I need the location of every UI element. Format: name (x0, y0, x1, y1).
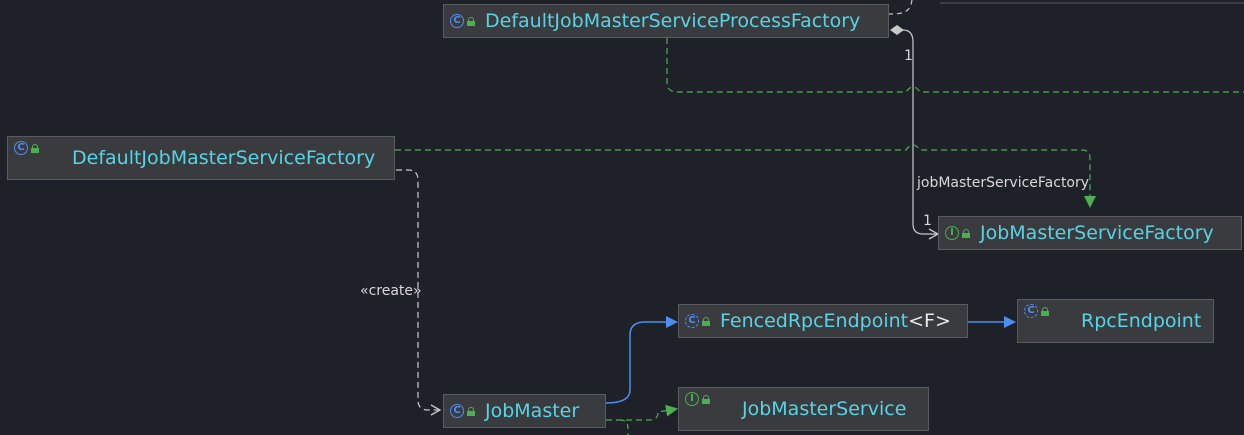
node-label: DefaultJobMasterServiceProcessFactory (485, 10, 861, 32)
node-label: JobMasterService (742, 398, 907, 420)
edge-jobmaster-extends-fencedrpc (605, 316, 678, 404)
public-lock-icon (467, 406, 475, 416)
association-role-label: jobMasterServiceFactory (917, 175, 1090, 191)
abstract-class-icon: C (1024, 304, 1038, 318)
multiplicity-source-label: 1 (904, 48, 913, 64)
node-label: RpcEndpoint (1081, 310, 1202, 332)
abstract-class-icon: C (685, 314, 699, 328)
edge-jobmaster-implements-service (606, 404, 678, 421)
public-lock-icon (1041, 306, 1049, 316)
edge-create-dependency (396, 169, 442, 416)
node-defaultjobmasterserviceprocessfactory[interactable]: C DefaultJobMasterServiceProcessFactory (443, 4, 889, 38)
node-fencedrpcendpoint[interactable]: C FencedRpcEndpoint<F> (678, 304, 968, 338)
public-lock-icon (467, 16, 475, 26)
node-label: DefaultJobMasterServiceFactory (72, 147, 376, 169)
node-icons: C (450, 14, 475, 28)
node-jobmasterservicefactory[interactable]: I JobMasterServiceFactory (938, 216, 1242, 250)
class-icon: C (450, 404, 464, 418)
interface-icon: I (685, 392, 699, 406)
interface-icon: I (945, 226, 959, 240)
node-icons: I (945, 226, 970, 240)
edge-jobmaster-down-dashed (619, 419, 629, 435)
multiplicity-target-label: 1 (923, 213, 932, 229)
edge-process-factory-realization (666, 38, 1244, 93)
node-icons: C (1024, 304, 1049, 318)
create-stereotype-label: «create» (360, 283, 422, 299)
node-name: FencedRpcEndpoint (720, 310, 909, 332)
generic-parameter: <F> (908, 310, 951, 332)
edge-process-factory-top-dependency (887, 0, 913, 15)
node-jobmaster[interactable]: C JobMaster (443, 394, 606, 428)
edge-servicefactory-realization (395, 144, 1096, 208)
public-lock-icon (962, 228, 970, 238)
node-jobmasterservice[interactable]: I JobMasterService (678, 387, 929, 431)
node-label: FencedRpcEndpoint<F> (720, 310, 951, 332)
node-label: JobMaster (485, 400, 580, 422)
class-icon: C (14, 141, 28, 155)
edge-composition-jobmasterservicefactory (902, 29, 940, 240)
public-lock-icon (702, 316, 710, 326)
node-icons: C (450, 404, 475, 418)
node-rpcendpoint[interactable]: C RpcEndpoint (1017, 299, 1214, 343)
public-lock-icon (702, 394, 710, 404)
node-defaultjobmasterservicefactory[interactable]: C DefaultJobMasterServiceFactory (7, 136, 395, 180)
node-icons: C (14, 141, 39, 155)
node-icons: I (685, 392, 710, 406)
class-icon: C (450, 14, 464, 28)
node-label: JobMasterServiceFactory (980, 222, 1214, 244)
composition-diamond (890, 25, 904, 35)
node-icons: C (685, 314, 710, 328)
public-lock-icon (31, 143, 39, 153)
